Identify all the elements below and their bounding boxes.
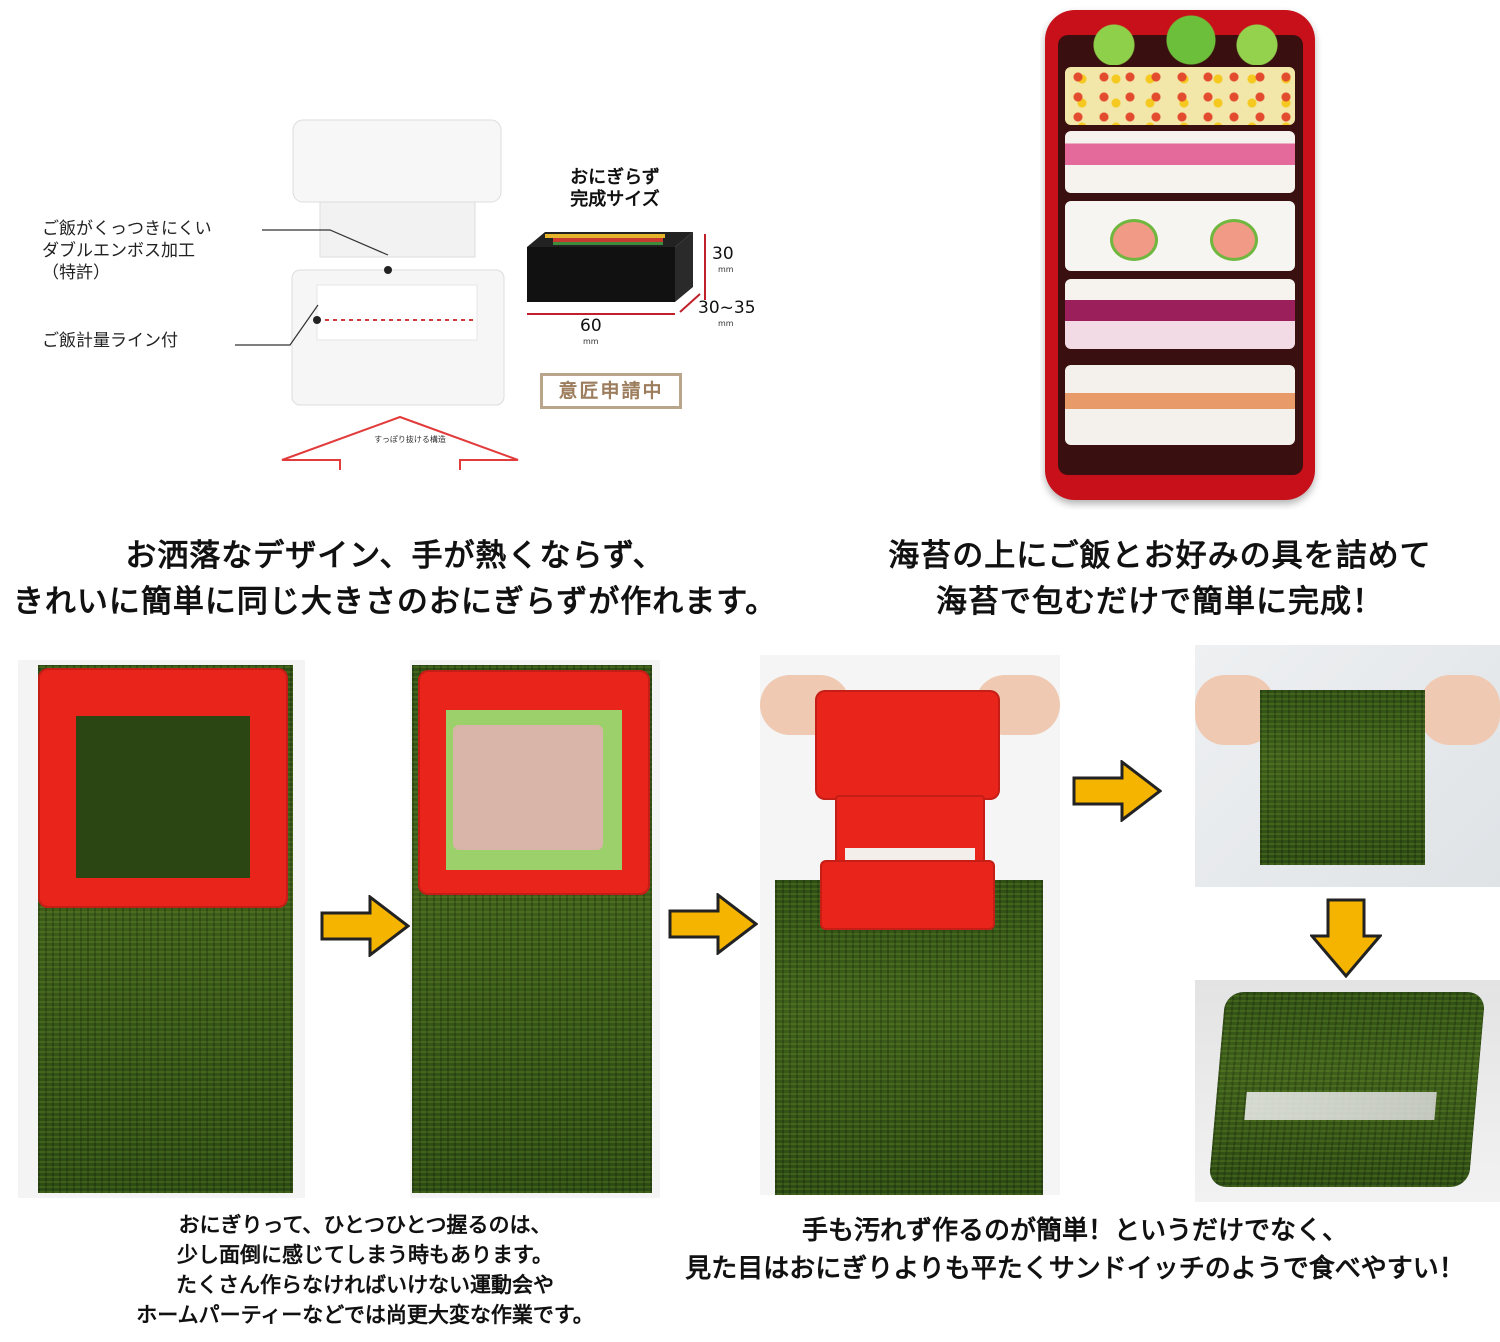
callout-nonstick-line3: （特許）	[42, 263, 110, 283]
bento-photo	[1040, 5, 1325, 510]
hand-right	[1420, 675, 1500, 745]
caption-left-line3: たくさん作らなければいけない運動会や	[176, 1273, 554, 1297]
nori-sheet	[775, 880, 1043, 1195]
headline-right: 海苔の上にご飯とお好みの具を詰めて 海苔で包むだけで簡単に完成！	[855, 533, 1465, 625]
caption-right: 手も汚れず作るのが簡単！というだけでなく、 見た目はおにぎりよりも平たくサンドイ…	[650, 1212, 1500, 1288]
arrow-right-2	[668, 893, 758, 955]
caption-left-line1: おにぎりって、ひとつひとつ握るのは、	[178, 1213, 552, 1237]
dim-depth-value: 30~35	[698, 298, 756, 318]
caption-right-line1: 手も汚れず作るのが簡単！というだけでなく、	[801, 1216, 1348, 1246]
onigirazu-size-block	[527, 232, 706, 315]
callout-nonstick-line2: ダブルエンボス加工	[42, 241, 195, 261]
step2-photo	[410, 660, 660, 1198]
callout-rice-line: ご飯計量ライン付	[42, 331, 178, 351]
caption-right-line2: 見た目はおにぎりよりも平たくサンドイッチのようで食べやすい！	[685, 1254, 1465, 1284]
dim-width-value: 60	[580, 316, 602, 336]
red-mold	[418, 670, 650, 895]
sandwich-3	[1065, 201, 1295, 271]
size-label: おにぎらず 完成サイズ	[555, 167, 675, 211]
arrow-right-1	[320, 895, 410, 957]
rice-edge	[1244, 1092, 1437, 1120]
dim-width-unit: mm	[583, 337, 599, 346]
push-arrow-text: すっぽり抜ける構造	[374, 435, 446, 444]
product-diagram: すっぽり抜ける構造 ご飯がくっつきにくい ダブルエンボス加工 （特許） ご飯計量…	[0, 100, 800, 480]
size-label-line2: 完成サイズ	[570, 189, 660, 210]
mold-illustration	[281, 119, 519, 470]
arrow-down	[1310, 898, 1382, 978]
caption-left: おにぎりって、ひとつひとつ握るのは、 少し面倒に感じてしまう時もあります。 たく…	[40, 1210, 690, 1330]
arrow-right-3	[1072, 760, 1162, 822]
callout-nonstick: ご飯がくっつきにくい ダブルエンボス加工 （特許）	[42, 218, 212, 284]
dim-width: 60 mm	[580, 318, 602, 350]
dim-height-value: 30	[712, 244, 734, 264]
red-mold-base	[820, 860, 995, 930]
sandwich-2	[1065, 131, 1295, 193]
red-press-lid	[815, 690, 1000, 800]
spam-slice	[453, 725, 603, 850]
sandwich-4	[1065, 279, 1295, 349]
headline-right-line1: 海苔の上にご飯とお好みの具を詰めて	[888, 538, 1432, 574]
red-mold	[38, 668, 288, 908]
dim-height-unit: mm	[718, 265, 734, 274]
caption-left-line2: 少し面倒に感じてしまう時もあります。	[177, 1243, 553, 1267]
finished-onigirazu	[1208, 992, 1486, 1187]
headline-right-line2: 海苔で包むだけで簡単に完成！	[936, 584, 1384, 620]
design-pending-stamp: 意匠申請中	[540, 373, 682, 409]
dim-depth-unit: mm	[718, 319, 734, 328]
step4-photo	[1195, 645, 1500, 887]
size-label-line1: おにぎらず	[570, 167, 660, 188]
headline-left: お洒落なデザイン、手が熱くならず、 きれいに簡単に同じ大きさのおにぎらずが作れま…	[0, 533, 790, 625]
step3-photo	[760, 655, 1060, 1195]
headline-left-line2: きれいに簡単に同じ大きさのおにぎらずが作れます。	[12, 584, 778, 620]
dim-height: 30 mm	[712, 246, 734, 278]
callout-nonstick-line1: ご飯がくっつきにくい	[42, 219, 212, 239]
wrapped-onigirazu	[1260, 690, 1425, 865]
step1-photo	[18, 660, 305, 1198]
caption-left-line4: ホームパーティーなどでは尚更大変な作業です。	[136, 1303, 594, 1327]
sandwich-5	[1065, 365, 1295, 445]
lettuce	[1070, 15, 1290, 65]
sandwich-1	[1065, 67, 1295, 125]
dim-depth: 30~35 mm	[698, 300, 756, 332]
step5-photo	[1195, 980, 1500, 1202]
callout-leader-lines	[235, 229, 389, 346]
headline-left-line1: お洒落なデザイン、手が熱くならず、	[125, 538, 665, 574]
